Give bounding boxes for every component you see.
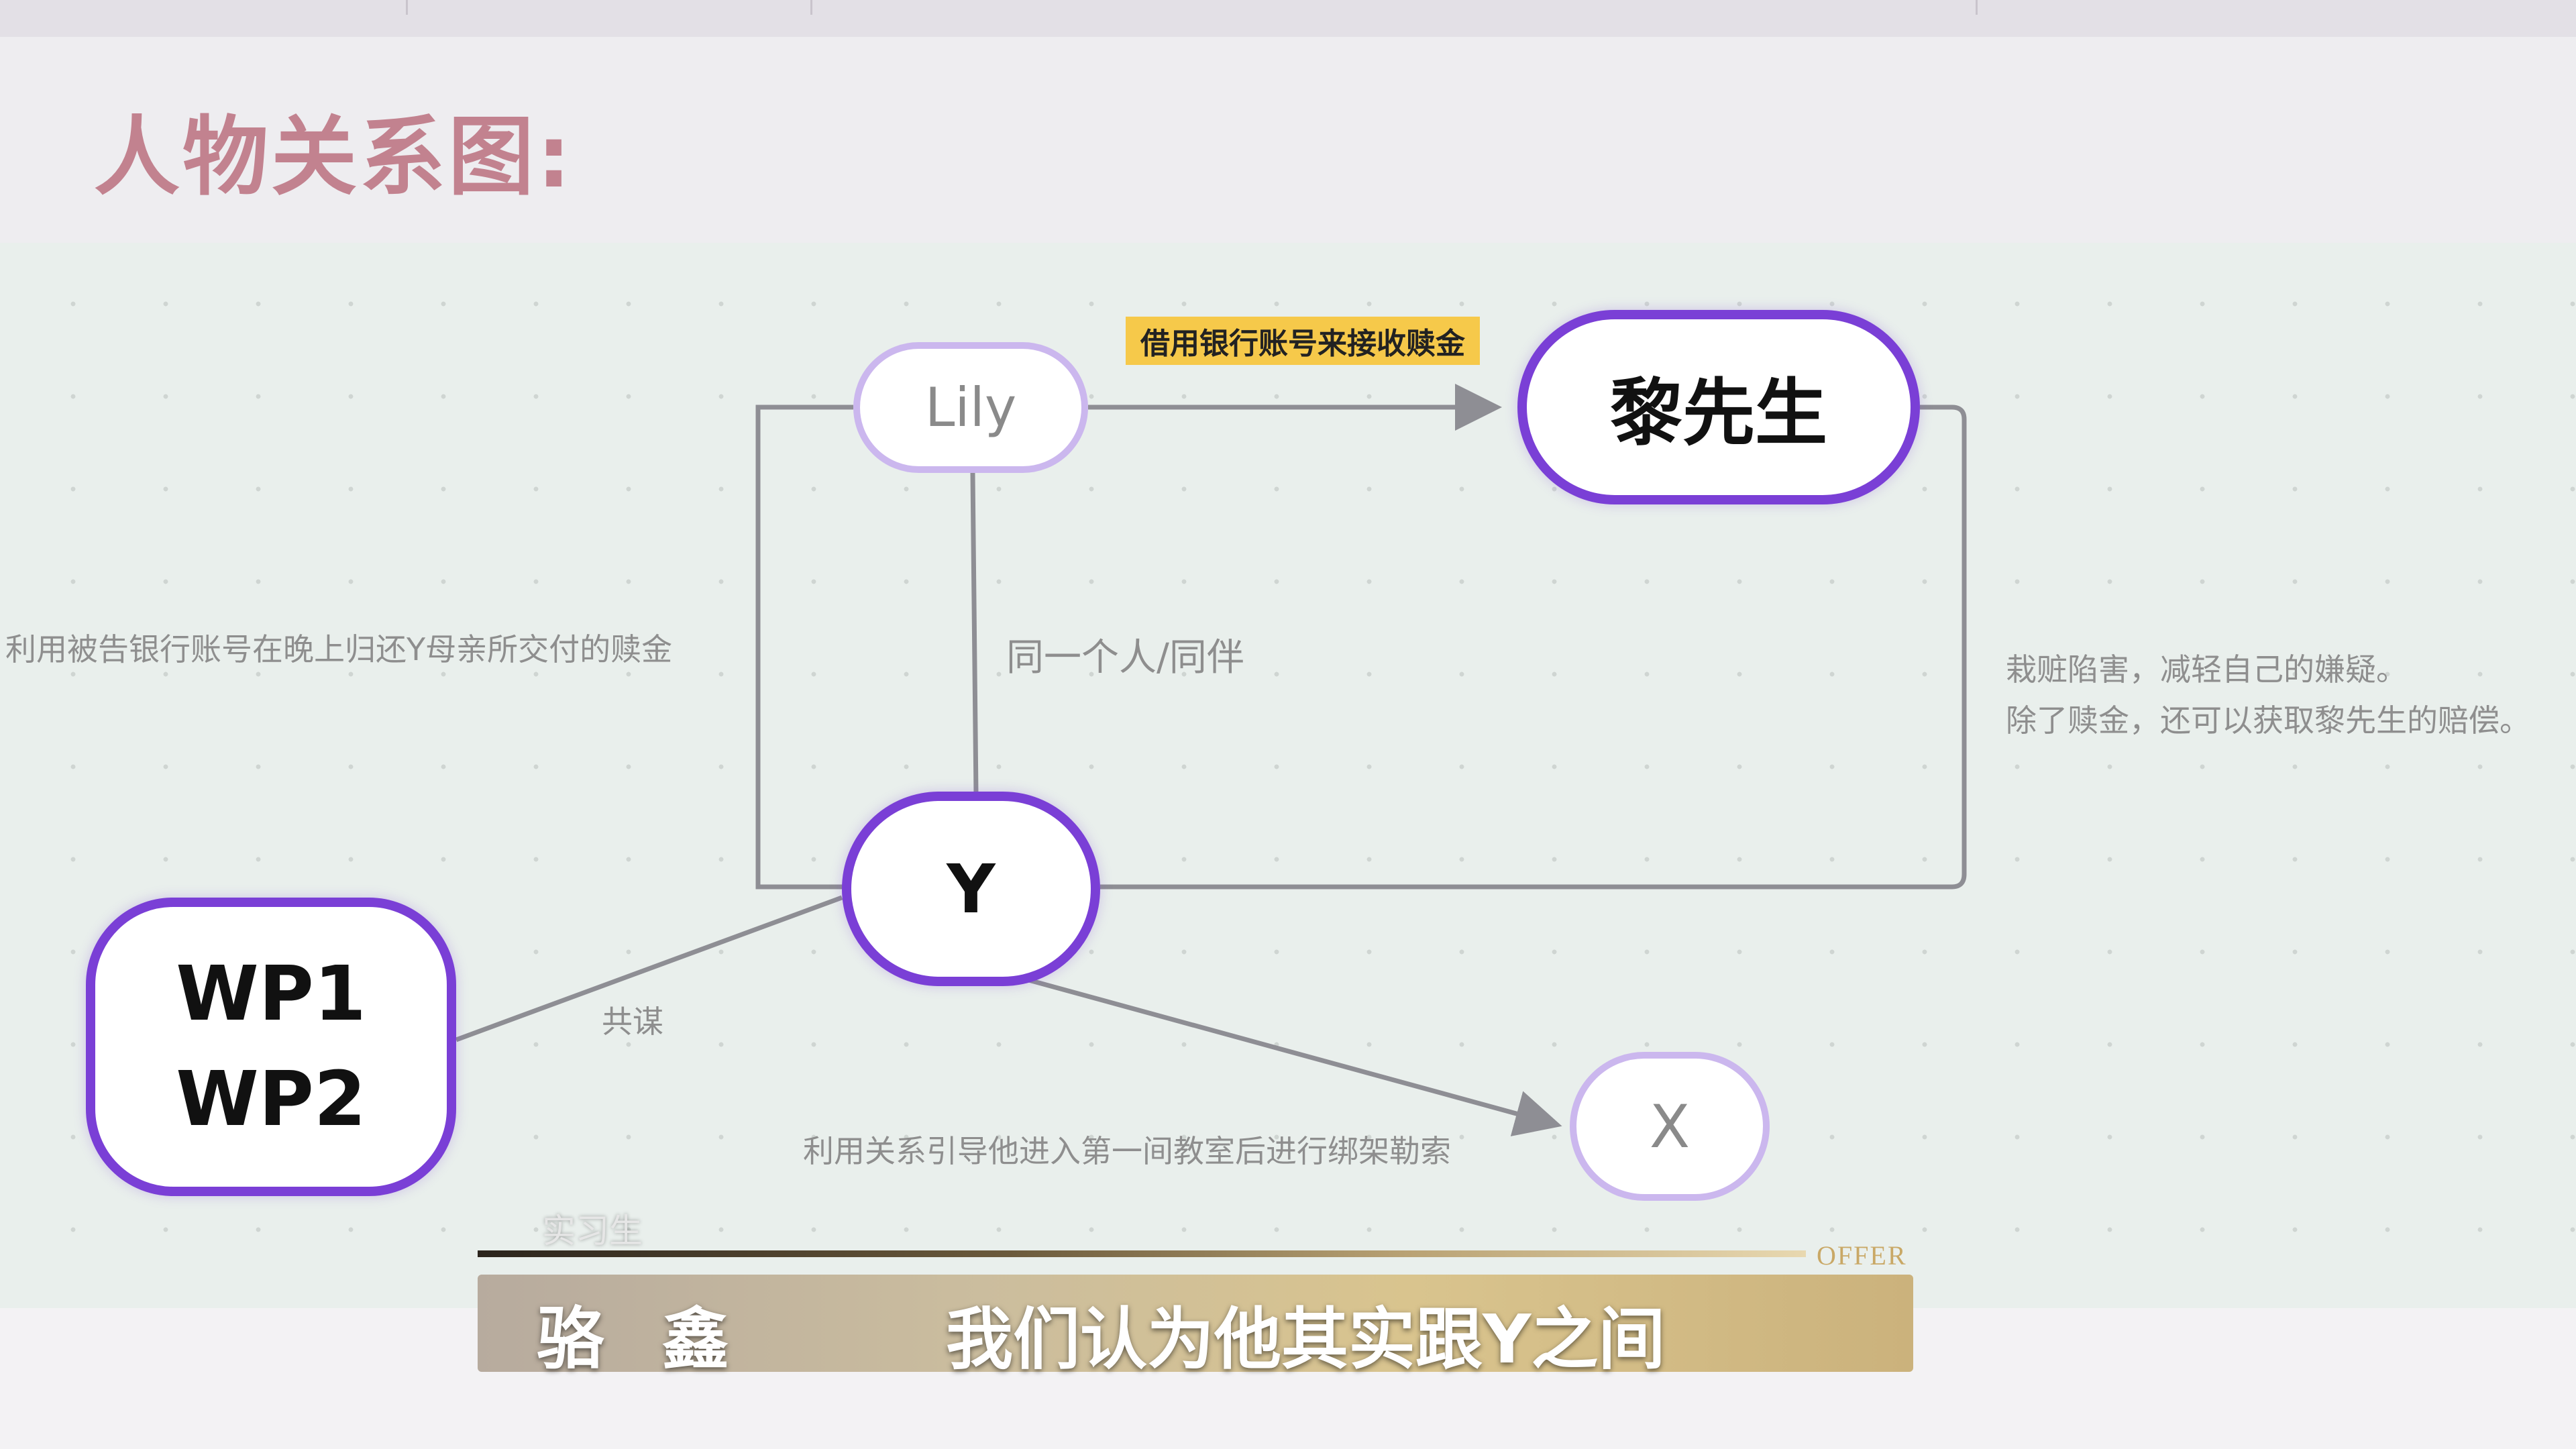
caption-rule <box>478 1250 1806 1257</box>
node-li: 黎先生 <box>1517 310 1920 504</box>
edge-label-lily-y: 同一个人/同伴 <box>1006 636 1244 680</box>
page-title: 人物关系图: <box>94 107 574 207</box>
node-x: X <box>1570 1052 1770 1201</box>
caption-subtitle: 我们认为他其实跟Y之间 <box>946 1300 1666 1379</box>
edge-label-y-x: 利用关系引导他进入第一间教室后进行绑架勒索 <box>803 1133 1451 1169</box>
caption-brand: OFFER <box>1817 1240 1907 1271</box>
node-y: Y <box>842 792 1100 986</box>
edge-right-loop <box>1100 405 1967 890</box>
node-lily: Lily <box>853 342 1088 473</box>
edge-label-right-loop-line2: 除了赎金，还可以获取黎先生的赔偿。 <box>2006 702 2530 739</box>
node-y-label: Y <box>947 849 996 928</box>
caption-speaker: 骆 鑫 <box>537 1300 747 1379</box>
node-wp2-label: WP2 <box>176 1055 366 1143</box>
caption-bar <box>478 1275 1913 1372</box>
top-bar <box>0 0 2576 37</box>
node-wp: WP1 WP2 <box>86 898 456 1196</box>
node-x-label: X <box>1649 1091 1690 1161</box>
node-wp1-label: WP1 <box>176 950 366 1038</box>
edge-label-lily-to-li: 借用银行账号来接收赎金 <box>1126 317 1480 365</box>
node-lily-label: Lily <box>924 376 1017 439</box>
top-bar-divider <box>1976 0 1978 15</box>
edge-y-wp <box>455 895 843 1042</box>
node-li-label: 黎先生 <box>1609 372 1827 455</box>
edge-y-x <box>1026 977 1562 1136</box>
edge-label-left-loop: 利用被告银行账号在晚上归还Y母亲所交付的赎金 <box>5 631 673 667</box>
top-bar-divider <box>406 0 408 15</box>
edge-left-loop <box>755 405 853 890</box>
caption-role: 实习生 <box>542 1212 643 1250</box>
edge-lily-y <box>970 472 979 796</box>
diagram-canvas <box>0 243 2576 1309</box>
edge-label-right-loop-line1: 栽赃陷害，减轻自己的嫌疑。 <box>2006 651 2407 688</box>
top-bar-divider <box>810 0 812 15</box>
edge-label-y-wp: 共谋 <box>602 1004 663 1040</box>
